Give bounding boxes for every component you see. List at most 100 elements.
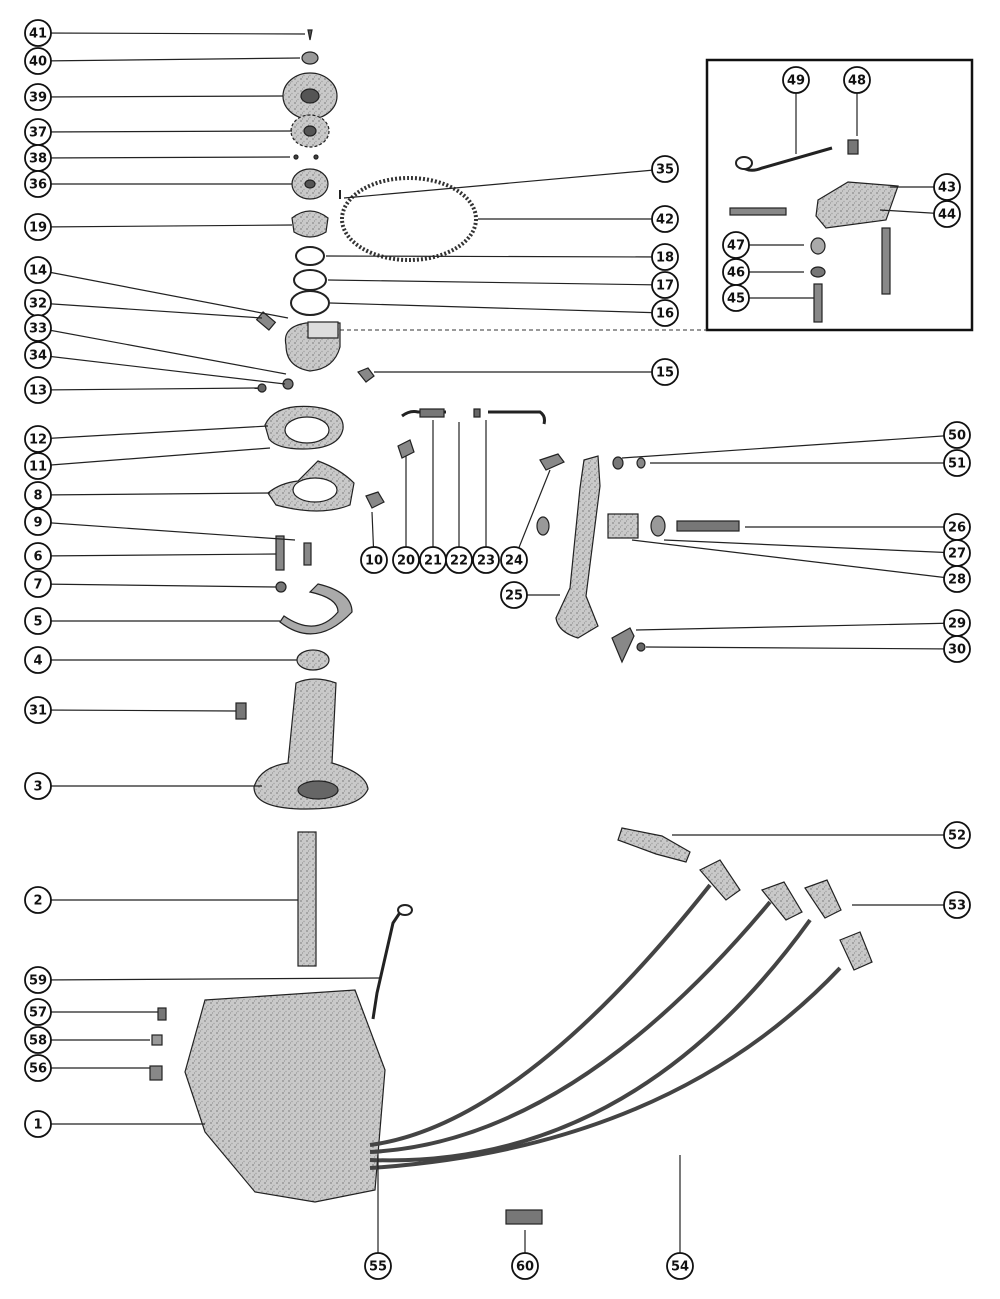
callout-circle: [24, 646, 52, 674]
callout-number: 22: [450, 554, 468, 569]
callout-circle: [364, 1252, 392, 1280]
callout-circle: [24, 1026, 52, 1054]
callout-19: 19: [24, 213, 52, 241]
leader-line-32: [37, 302, 263, 319]
part-38-pin: [313, 154, 319, 160]
callout-number: 56: [29, 1062, 47, 1077]
inset-frame: [705, 58, 974, 332]
part-39-hub: [300, 88, 320, 104]
part-48-screw: [847, 139, 859, 155]
part-59-strap: [371, 904, 407, 1020]
callout-circle: [24, 425, 52, 453]
callout-number: 19: [29, 221, 47, 236]
part-50-washer: [612, 456, 624, 470]
leader-line-38: [37, 156, 291, 159]
callout-number: 43: [938, 181, 956, 196]
callout-number: 34: [29, 349, 47, 364]
callout-circle: [445, 546, 473, 574]
callout-number: 42: [656, 213, 674, 228]
callout-circle: [24, 47, 52, 75]
callout-circle: [24, 772, 52, 800]
part-46-washer: [810, 266, 826, 278]
part-52-spark-plug: [617, 827, 691, 863]
callout-28: 28: [943, 565, 971, 593]
callout-number: 60: [516, 1260, 534, 1275]
part-53-boot: [839, 931, 873, 971]
callout-number: 37: [29, 126, 47, 141]
callout-55: 55: [364, 1252, 392, 1280]
callout-circle: [360, 546, 388, 574]
part-56-clip: [149, 1065, 163, 1081]
leader-line-40: [37, 57, 301, 62]
callout-number: 17: [656, 279, 674, 294]
callout-circle: [24, 83, 52, 111]
callout-circle: [666, 1252, 694, 1280]
callout-circle: [943, 449, 971, 477]
callout-number: 6: [33, 550, 42, 565]
callout-number: 51: [948, 457, 966, 472]
callout-circle: [24, 170, 52, 198]
callout-number: 49: [787, 74, 805, 89]
part-6-stud: [275, 535, 285, 571]
callout-7: 7: [24, 570, 52, 598]
leader-line-34: [37, 354, 286, 385]
part-29-clip: [611, 627, 635, 664]
leader-line-19: [37, 224, 293, 228]
callout-number: 18: [656, 251, 674, 266]
part-45-screw: [813, 283, 823, 323]
part-26-bolt: [676, 520, 740, 532]
part-8-bore: [292, 477, 338, 503]
callout-circle: [943, 565, 971, 593]
leader-line-35: [343, 168, 666, 199]
callout-3: 3: [24, 772, 52, 800]
callout-number: 2: [33, 894, 42, 909]
callout-number: 36: [29, 178, 47, 193]
callout-circle: [24, 314, 52, 342]
part-32-pin: [255, 311, 277, 331]
leader-line-50: [621, 434, 958, 459]
callout-6: 6: [24, 542, 52, 570]
part-49-eyelet: [735, 156, 753, 170]
callout-1: 1: [24, 1110, 52, 1138]
callout-circle: [500, 581, 528, 609]
leader-line-6: [37, 553, 277, 557]
callout-2: 2: [24, 886, 52, 914]
leader-line-41: [37, 32, 306, 35]
part-19-cup: [291, 210, 329, 238]
part-4-washer: [296, 649, 330, 671]
part-38-pin: [293, 154, 299, 160]
callout-number: 7: [33, 578, 42, 593]
callout-circle: [933, 173, 961, 201]
callout-circle: [500, 546, 528, 574]
part-2-shaft: [297, 831, 317, 967]
callout-59: 59: [24, 966, 52, 994]
part-15-fitting: [357, 367, 375, 383]
callout-21: 21: [419, 546, 447, 574]
part-20-fitting: [397, 439, 415, 459]
callout-circle: [651, 358, 679, 386]
callout-29: 29: [943, 609, 971, 637]
callout-15: 15: [651, 358, 679, 386]
callout-circle: [472, 546, 500, 574]
callout-number: 20: [397, 554, 415, 569]
part-49-wire: [736, 146, 833, 172]
leader-line-33: [37, 327, 287, 375]
inset-bolt: [881, 227, 891, 295]
part-10-fitting: [365, 491, 385, 509]
leader-line-31: [37, 709, 237, 712]
part-58-clip: [151, 1034, 163, 1046]
part-40-nut: [301, 51, 319, 65]
callout-number: 8: [33, 489, 42, 504]
callout-number: 32: [29, 297, 47, 312]
callout-number: 23: [477, 554, 495, 569]
callout-49: 49: [782, 66, 810, 94]
callout-number: 11: [29, 460, 47, 475]
leader-line-59: [37, 977, 381, 981]
part-9-pin: [303, 542, 312, 566]
part-27-washer: [650, 515, 666, 537]
callout-circle: [943, 421, 971, 449]
part-12-hole: [284, 416, 330, 444]
callout-58: 58: [24, 1026, 52, 1054]
callout-number: 9: [33, 516, 42, 531]
leader-line-24: [513, 469, 551, 561]
